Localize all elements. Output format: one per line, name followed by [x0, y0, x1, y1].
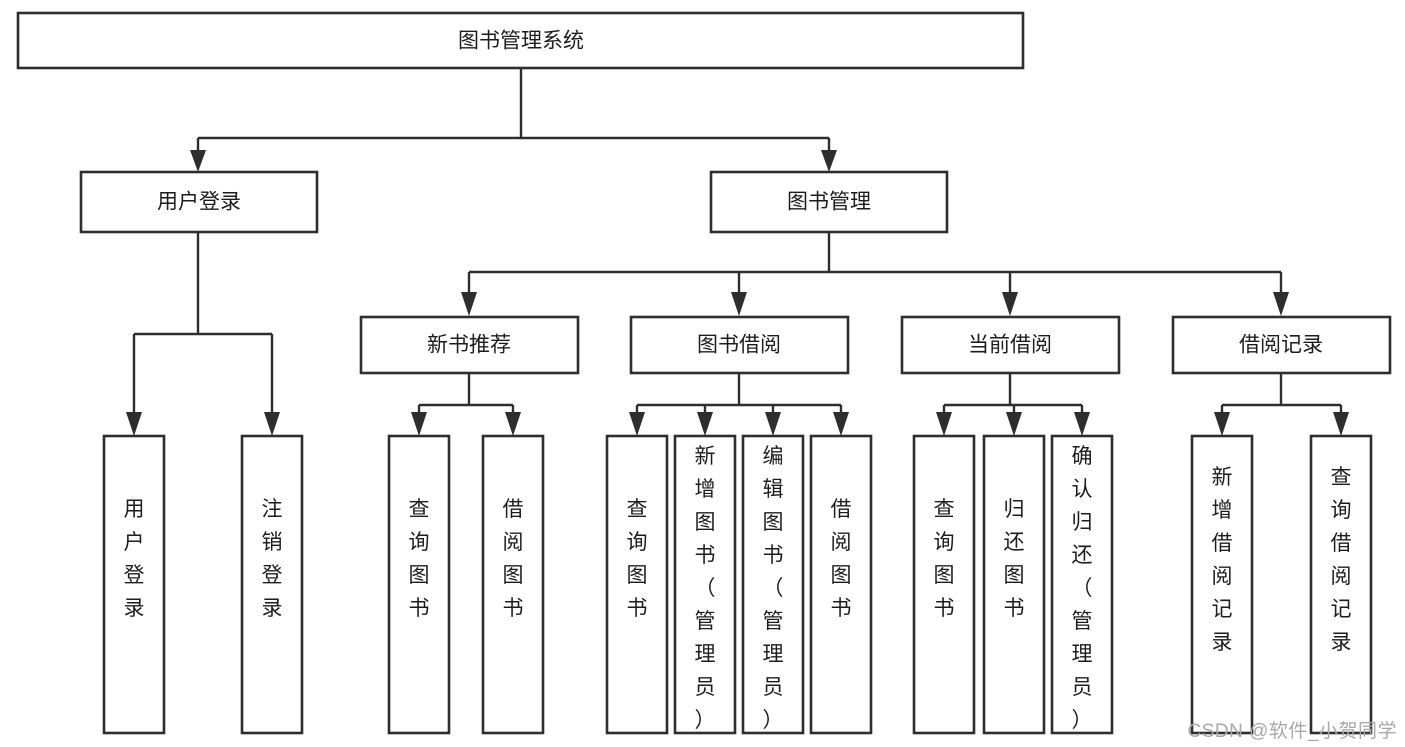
node-leaf-borrow-book-2[interactable]: 借阅图书: [809, 434, 873, 735]
node-leaf-return-book-label: 归还图书: [1004, 498, 1025, 620]
node-leaf-borrow-book-1-label: 借阅图书: [503, 498, 524, 620]
node-new-book-rec-box[interactable]: [359, 315, 580, 375]
node-book-manage-box[interactable]: [709, 170, 949, 234]
connector-group-book-manage: [461, 232, 1289, 316]
node-new-book-rec-label: 新书推荐: [427, 334, 511, 357]
node-current-borrow-box[interactable]: [900, 315, 1121, 375]
node-user-login-box[interactable]: [79, 170, 319, 234]
node-leaf-logout-label: 注销登录: [262, 498, 283, 620]
node-leaf-add-book-box[interactable]: [673, 434, 737, 735]
node-root[interactable]: 图书管理系统: [16, 11, 1025, 70]
node-leaf-query-book-2-label: 查询图书: [627, 498, 648, 620]
connector-group-new-book-rec: [411, 373, 521, 436]
node-leaf-add-book[interactable]: 新增图书（管理员）: [673, 434, 737, 735]
node-book-manage[interactable]: 图书管理: [709, 170, 949, 234]
node-leaf-add-record-box[interactable]: [1190, 434, 1254, 735]
csdn-watermark: CSDN @软件_小贺同学: [1187, 721, 1397, 742]
node-leaf-query-book-3-label: 查询图书: [934, 498, 955, 620]
arrow-head-leaf-query-record: [1333, 412, 1349, 436]
node-leaf-logout[interactable]: 注销登录: [240, 434, 304, 735]
node-leaf-add-record[interactable]: 新增借阅记录: [1190, 434, 1254, 735]
node-current-borrow[interactable]: 当前借阅: [900, 315, 1121, 375]
connector-group-user-login: [126, 232, 280, 436]
arrow-head-user-login: [190, 150, 206, 172]
node-user-login-label: 用户登录: [157, 191, 241, 214]
node-leaf-query-book-1-label: 查询图书: [409, 498, 430, 620]
node-leaf-user-login-label: 用户登录: [124, 498, 145, 620]
arrow-head-leaf-add-record: [1214, 412, 1230, 436]
node-leaf-edit-book[interactable]: 编辑图书（管理员）: [741, 434, 805, 735]
node-leaf-query-book-3-box[interactable]: [912, 434, 976, 735]
arrow-head-leaf-user-login: [126, 412, 142, 436]
node-borrow-record[interactable]: 借阅记录: [1171, 315, 1392, 375]
node-leaf-query-record-box[interactable]: [1309, 434, 1373, 735]
node-leaf-borrow-book-2-box[interactable]: [809, 434, 873, 735]
connector-group-borrow-record: [1214, 373, 1349, 436]
node-leaf-confirm-return-label: 确认归还（管理员）: [1072, 445, 1093, 732]
arrow-head-leaf-edit-book: [765, 412, 781, 436]
node-leaf-user-login[interactable]: 用户登录: [102, 434, 166, 735]
arrow-head-leaf-borrow-book-1: [505, 412, 521, 436]
arrow-head-leaf-query-book-2: [629, 412, 645, 436]
node-leaf-return-book-box[interactable]: [982, 434, 1046, 735]
node-leaf-borrow-book-1-box[interactable]: [481, 434, 545, 735]
arrow-head-current-borrow: [1002, 292, 1018, 316]
arrow-head-book-manage: [821, 150, 837, 172]
arrow-head-leaf-return-book: [1006, 412, 1022, 436]
arrow-head-leaf-query-book-3: [936, 412, 952, 436]
node-leaf-query-book-2-box[interactable]: [605, 434, 669, 735]
arrow-head-leaf-confirm-return: [1074, 412, 1090, 436]
node-book-manage-label: 图书管理: [787, 191, 871, 214]
node-current-borrow-label: 当前借阅: [968, 334, 1052, 357]
node-leaf-add-record-label: 新增借阅记录: [1212, 466, 1233, 654]
arrow-head-new-book-rec: [461, 292, 477, 316]
node-leaf-borrow-book-2-label: 借阅图书: [831, 498, 852, 620]
arrow-head-leaf-query-book-1: [411, 412, 427, 436]
node-leaf-logout-box[interactable]: [240, 434, 304, 735]
node-root-label: 图书管理系统: [458, 30, 584, 53]
connector-group-current-borrow: [936, 373, 1090, 436]
node-leaf-return-book[interactable]: 归还图书: [982, 434, 1046, 735]
node-user-login[interactable]: 用户登录: [79, 170, 319, 234]
node-leaf-add-book-label: 新增图书（管理员）: [695, 445, 716, 732]
node-leaf-query-book-1[interactable]: 查询图书: [387, 434, 451, 735]
arrow-head-leaf-logout: [264, 412, 280, 436]
connector-group-book-borrow: [629, 373, 849, 436]
arrow-head-leaf-borrow-book-2: [833, 412, 849, 436]
node-book-borrow-box[interactable]: [629, 315, 850, 375]
node-leaf-query-record[interactable]: 查询借阅记录: [1309, 434, 1373, 735]
arrow-head-borrow-record: [1273, 292, 1289, 316]
node-leaf-confirm-return-box[interactable]: [1050, 434, 1114, 735]
node-leaf-query-book-3[interactable]: 查询图书: [912, 434, 976, 735]
connector-group-root: [190, 68, 837, 172]
node-new-book-rec[interactable]: 新书推荐: [359, 315, 580, 375]
node-leaf-query-book-2[interactable]: 查询图书: [605, 434, 669, 735]
node-root-box[interactable]: [16, 11, 1025, 70]
node-leaf-query-record-label: 查询借阅记录: [1331, 466, 1352, 654]
node-leaf-confirm-return[interactable]: 确认归还（管理员）: [1050, 434, 1114, 735]
node-leaf-edit-book-box[interactable]: [741, 434, 805, 735]
node-book-borrow[interactable]: 图书借阅: [629, 315, 850, 375]
node-leaf-edit-book-label: 编辑图书（管理员）: [763, 445, 784, 732]
arrow-head-leaf-add-book: [697, 412, 713, 436]
node-borrow-record-label: 借阅记录: [1239, 334, 1323, 357]
node-leaf-user-login-box[interactable]: [102, 434, 166, 735]
node-leaf-borrow-book-1[interactable]: 借阅图书: [481, 434, 545, 735]
arrow-head-book-borrow: [731, 292, 747, 316]
node-borrow-record-box[interactable]: [1171, 315, 1392, 375]
node-book-borrow-label: 图书借阅: [697, 334, 781, 357]
node-leaf-query-book-1-box[interactable]: [387, 434, 451, 735]
